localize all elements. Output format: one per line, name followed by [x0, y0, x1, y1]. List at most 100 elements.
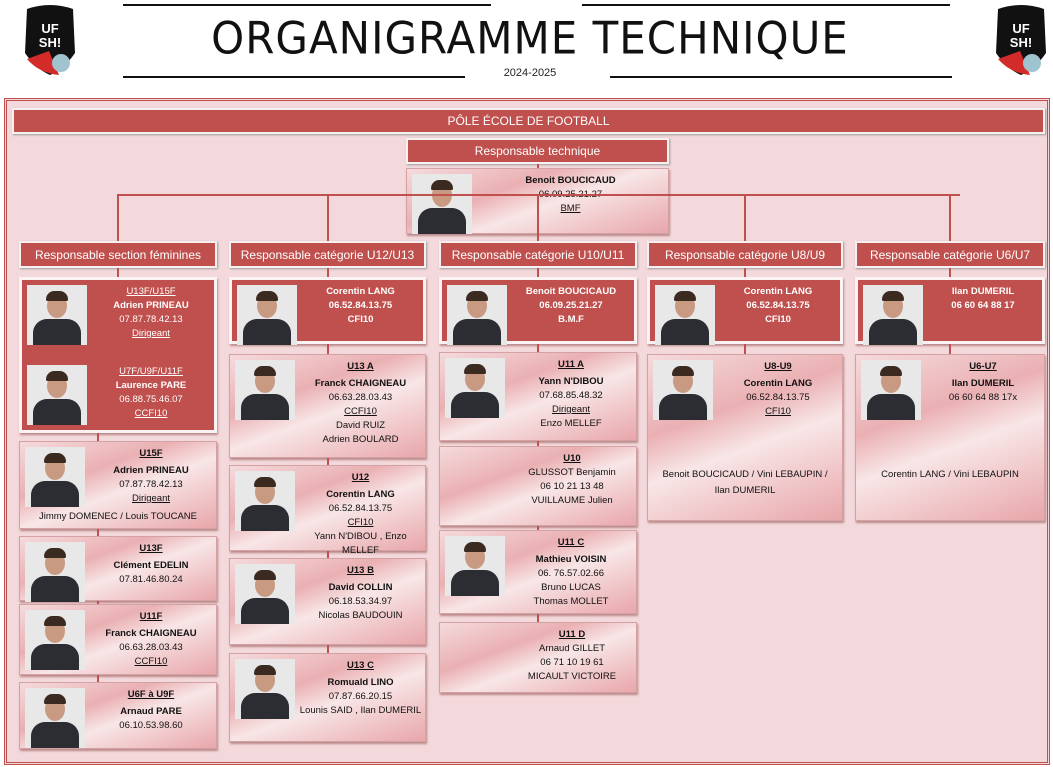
category-label: U8-U9 — [764, 361, 792, 372]
photo-hair — [254, 366, 276, 376]
staff-line: VUILLAUME Julien — [531, 495, 613, 506]
photo-hair — [431, 180, 453, 190]
staff-line: Romuald LINO — [327, 677, 394, 688]
staff-line: Corentin LANG — [743, 286, 813, 297]
photo-hair — [46, 371, 68, 381]
connector-line — [97, 601, 99, 604]
photo-body — [241, 394, 289, 420]
staff-line: Corentin LANG — [743, 378, 813, 389]
person-photo — [445, 358, 505, 418]
staff-line: David RUIZ — [335, 420, 386, 431]
connector-line — [537, 164, 539, 168]
season: 2024-2025 — [503, 67, 557, 79]
photo-hair — [464, 364, 486, 374]
connector-line — [744, 268, 746, 278]
qualification-label: BMF — [560, 203, 581, 214]
staff-line: 06. 76.57.02.66 — [537, 568, 605, 579]
column-header: Responsable catégorie U10/U11 — [439, 241, 637, 268]
title-rule — [582, 4, 950, 6]
pole-banner: PÔLE ÉCOLE DE FOOTBALL — [12, 108, 1045, 134]
category-label: U6F à U9F — [127, 689, 175, 700]
connector-line — [537, 441, 539, 446]
photo-hair — [464, 542, 486, 552]
qualification-label: Dirigeant — [551, 404, 591, 415]
photo-body — [869, 319, 917, 345]
photo-body — [241, 598, 289, 624]
connector-line — [744, 194, 746, 241]
person-photo — [861, 360, 921, 420]
staff-line: 07.87.78.42.13 — [119, 479, 183, 490]
column-header: Responsable section féminines — [19, 241, 217, 268]
staff-line: 06.63.28.03.43 — [328, 392, 393, 403]
photo-body — [451, 570, 499, 596]
person-photo — [25, 447, 85, 507]
staff-line: Mathieu VOISIN — [535, 554, 607, 565]
staff-line: Yann N'DIBOU — [538, 376, 604, 387]
staff-line: Clément EDELIN — [113, 560, 189, 571]
connector-line — [537, 268, 539, 278]
staff-line: 06 71 10 19 61 — [540, 657, 604, 668]
photo-hair — [46, 291, 68, 301]
connector-line — [97, 675, 99, 682]
photo-hair — [466, 291, 488, 301]
person-photo — [412, 174, 472, 234]
photo-hair — [44, 548, 66, 558]
staff-line: Ilan DUMERIL — [951, 378, 1015, 389]
qualification-label: CFI10 — [347, 517, 374, 528]
photo-body — [31, 576, 79, 602]
photo-hair — [44, 616, 66, 626]
photo-hair — [254, 477, 276, 487]
connector-line — [97, 529, 99, 536]
assistants-line: Jimmy DOMENEC / Louis TOUCANE — [38, 511, 197, 522]
photo-body — [241, 693, 289, 719]
assistants-line: Corentin LANG / Vini LEBAUPIN — [881, 469, 1019, 480]
staff-line: 06.52.84.13.75 — [328, 300, 393, 311]
qualification-label: Dirigeant — [131, 493, 171, 504]
category-label: U13 B — [347, 565, 374, 576]
staff-line: 06 60 64 88 17x — [948, 392, 1018, 403]
staff-line: Ilan DUMERIL — [951, 286, 1015, 297]
connector-line — [327, 551, 329, 558]
staff-line: CFI10 — [347, 314, 374, 325]
connector-line — [117, 194, 119, 241]
photo-hair — [44, 694, 66, 704]
photo-body — [31, 722, 79, 748]
staff-line: Adrien PRINEAU — [113, 300, 189, 311]
photo-hair — [44, 453, 66, 463]
category-label: U6-U7 — [969, 361, 997, 372]
category-label: U13F — [139, 543, 163, 554]
